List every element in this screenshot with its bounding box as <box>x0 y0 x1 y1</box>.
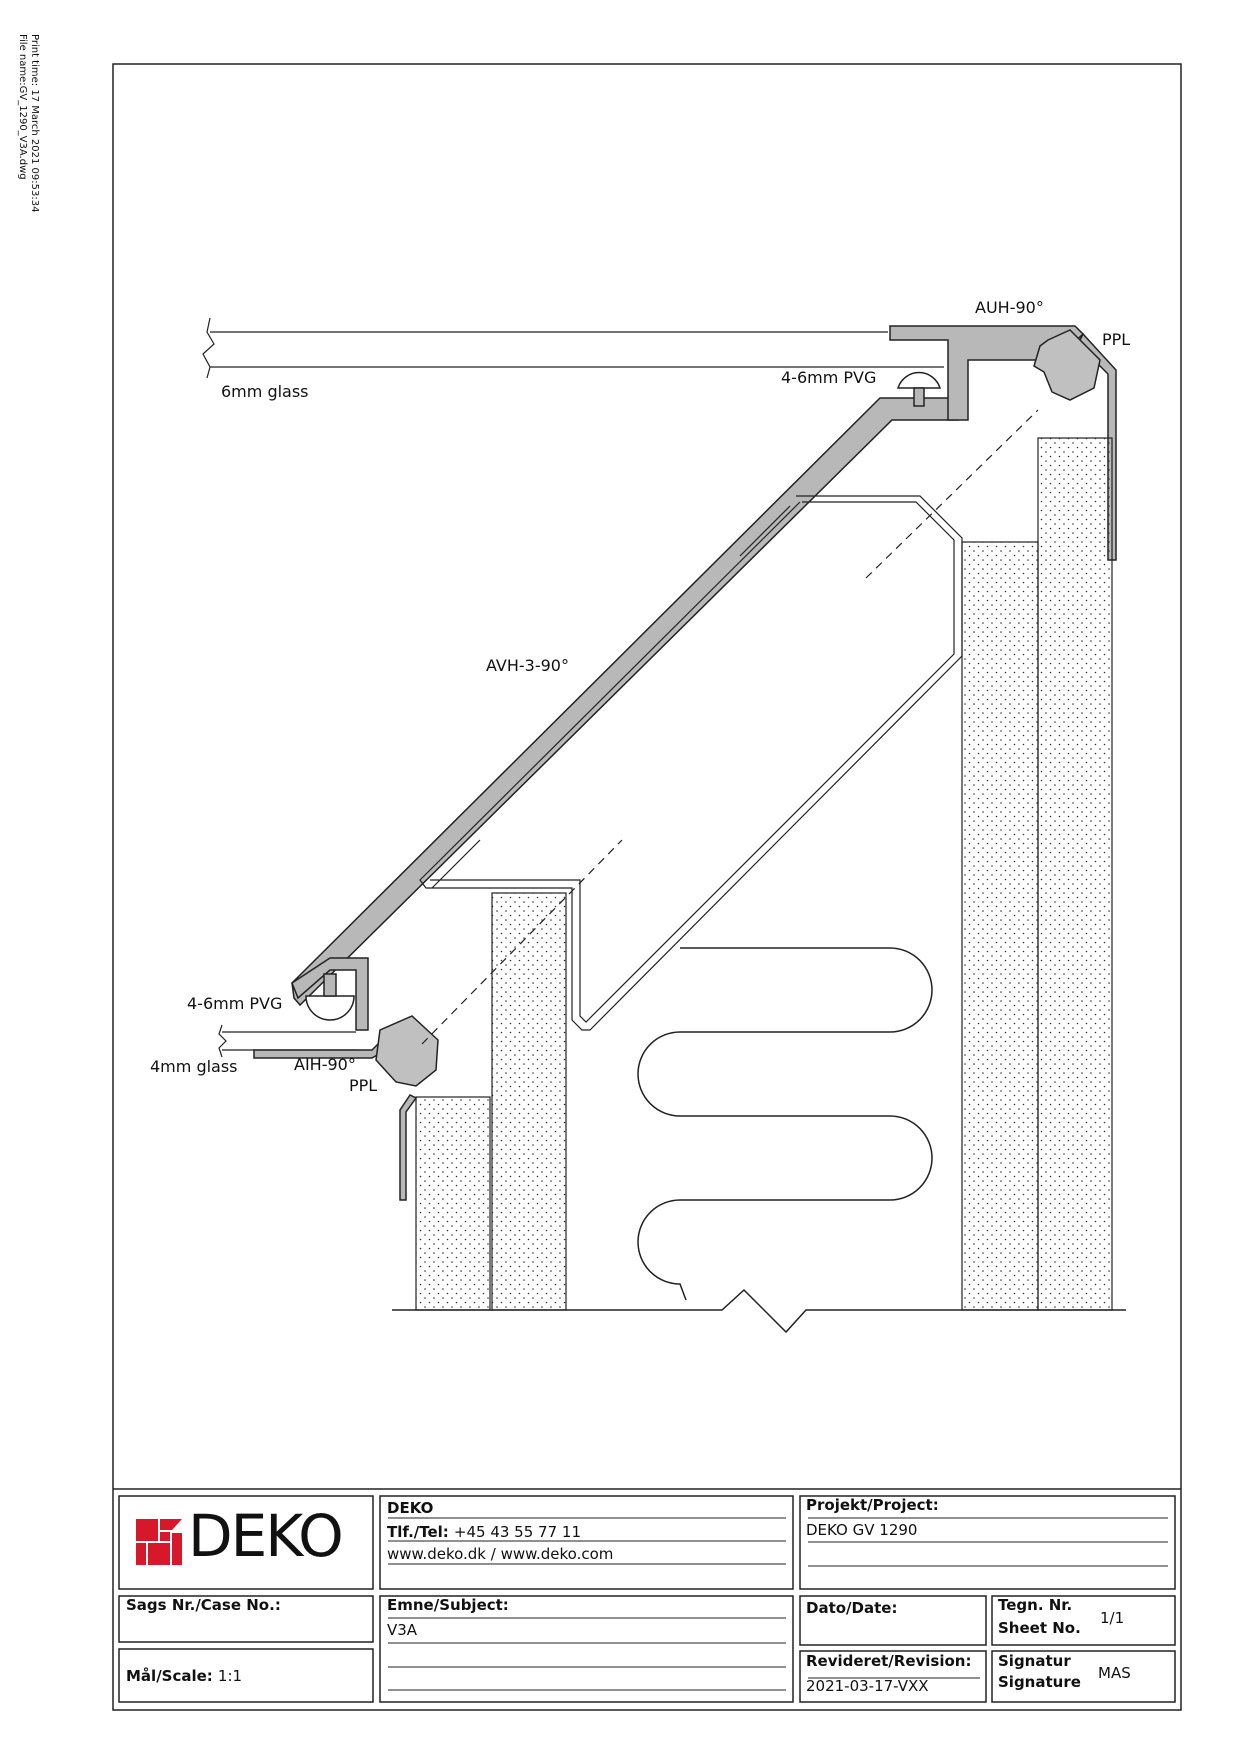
case-label: Sags Nr./Case No.: <box>126 1596 281 1614</box>
label-auh: AUH-90° <box>975 298 1044 317</box>
sheet-border <box>112 63 1182 1711</box>
subject-label: Emne/Subject: <box>387 1596 509 1614</box>
cell-sheet <box>991 1595 1176 1646</box>
sheet-value: 1/1 <box>1100 1609 1125 1627</box>
insulation-blocks <box>415 437 1113 1311</box>
signature-label-1: Signatur <box>998 1652 1071 1670</box>
base-break-line <box>392 1288 1126 1334</box>
serpentine-insulation <box>637 947 933 1301</box>
dashed-axis-top <box>865 409 1039 579</box>
insulation-left-short <box>415 1096 491 1311</box>
cell-date <box>799 1595 987 1646</box>
cell-revision <box>799 1650 987 1703</box>
sheet-label-1: Tegn. Nr. <box>998 1596 1073 1614</box>
ppl-seal-bottom <box>375 1015 439 1087</box>
scale-value: 1:1 <box>217 1667 243 1685</box>
auh-top-profile <box>889 325 1085 421</box>
tel-label: Tlf./Tel: <box>387 1523 449 1541</box>
cell-logo <box>118 1495 374 1590</box>
cell-project <box>799 1495 1176 1590</box>
label-pvg-bottom: 4-6mm PVG <box>187 994 283 1013</box>
avh-lower-flange <box>291 957 369 1031</box>
label-avh: AVH-3-90° <box>486 656 569 675</box>
signature-value: MAS <box>1098 1664 1131 1682</box>
project-label: Projekt/Project: <box>806 1496 939 1514</box>
cell-company <box>379 1495 794 1590</box>
signature-label-2: Signature <box>998 1673 1081 1691</box>
insulation-right-b <box>1037 437 1113 1311</box>
pvg-gasket-top <box>896 371 942 407</box>
inner-panel-body <box>419 495 963 1031</box>
project-value: DEKO GV 1290 <box>806 1521 918 1539</box>
insulation-left-tall <box>491 892 567 1311</box>
cell-signature <box>991 1650 1176 1703</box>
label-glass-4mm: 4mm glass <box>150 1057 238 1076</box>
cell-case <box>118 1595 374 1643</box>
ppl-seal-top <box>1033 329 1101 401</box>
label-pvg-top: 4-6mm PVG <box>781 368 877 387</box>
avh-rafter-profile <box>291 397 959 1007</box>
scale-row: Mål/Scale: 1:1 <box>126 1666 242 1685</box>
label-ppl-top: PPL <box>1102 330 1131 349</box>
cell-subject <box>379 1595 794 1703</box>
pvg-gasket-bottom <box>305 973 355 1021</box>
deko-logo-text: DEKO <box>188 1502 344 1570</box>
company-phone: Tlf./Tel: +45 43 55 77 11 <box>387 1522 581 1541</box>
revision-value: 2021-03-17-VXX <box>806 1677 929 1695</box>
label-ppl-bottom: PPL <box>349 1076 378 1095</box>
label-glass-6mm: 6mm glass <box>221 382 309 401</box>
label-aih: AIH-90° <box>294 1055 356 1074</box>
date-label: Dato/Date: <box>806 1599 898 1617</box>
scale-label: Mål/Scale: <box>126 1667 213 1685</box>
company-name: DEKO <box>387 1499 434 1517</box>
insulation-right-a <box>961 541 1039 1311</box>
subject-value: V3A <box>387 1621 418 1639</box>
sheet-label-2: Sheet No. <box>998 1619 1081 1637</box>
glass-6mm <box>202 317 944 379</box>
revision-label: Revideret/Revision: <box>806 1652 972 1670</box>
cell-scale <box>118 1648 374 1703</box>
deko-logo-mark <box>136 1519 182 1565</box>
company-web: www.deko.dk / www.deko.com <box>387 1545 614 1563</box>
tel-value: +45 43 55 77 11 <box>453 1523 581 1541</box>
